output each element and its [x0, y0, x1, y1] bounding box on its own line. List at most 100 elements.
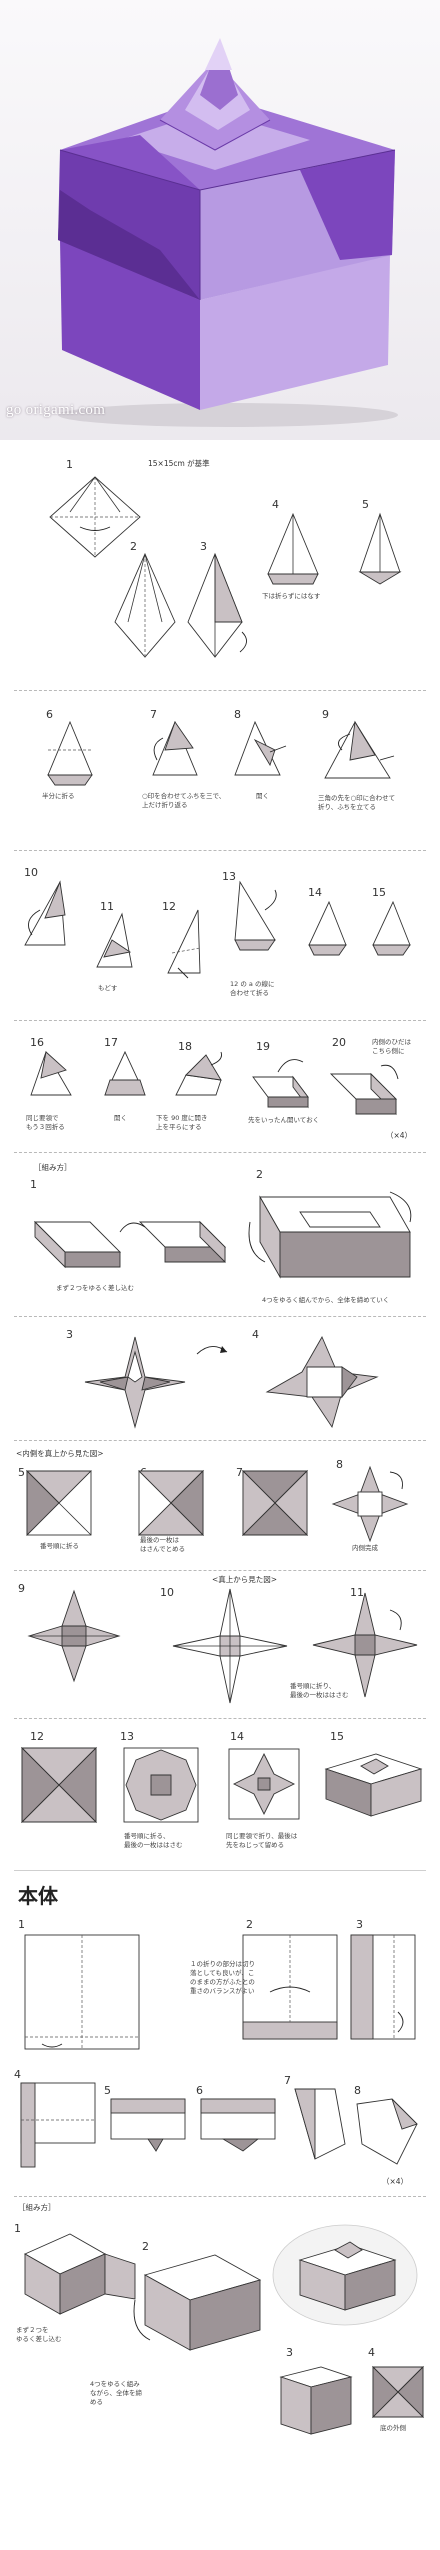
body-assembly-4-number: 4: [368, 2346, 375, 2359]
body-step-7-diagram: [294, 2088, 346, 2160]
step-14b-note: 同じ要領で折り、最後は先をねじって留める: [226, 1832, 298, 1849]
instruction-diagrams: 1 15×15cm が基準 4 下は折らずにはなす 5 2 3: [0, 440, 440, 2550]
step-18-number: 18: [178, 1040, 192, 1053]
step-4-note: 下は折らずにはなす: [262, 592, 321, 600]
body-step-3-diagram: [350, 1934, 416, 2040]
assembly-2-diagram: [248, 1191, 412, 1279]
step-8-note: 開く: [256, 792, 269, 800]
body-step-2-number: 2: [246, 1918, 253, 1931]
body-step-2-diagram: [242, 1934, 338, 2040]
inside-8-diagram: [331, 1465, 409, 1543]
paper-size-note: 15×15cm が基準: [148, 459, 210, 468]
body-assembly-3-number: 3: [286, 2346, 293, 2359]
step-7-note: ○印を合わせてふちを三で、上だけ折り返る: [142, 792, 226, 809]
step-13-diagram: [234, 880, 277, 951]
step-13b-number: 13: [120, 1730, 134, 1743]
assembly-4-number: 4: [252, 1328, 259, 1341]
step-8-number: 8: [234, 708, 241, 721]
step-11b-number: 11: [350, 1586, 364, 1599]
step-16-note: 同じ要領でもう３回折る: [26, 1114, 65, 1131]
step-9-note: 三角の先を○印に合わせて折り、ふちを立てる: [318, 794, 396, 811]
step-16-number: 16: [30, 1036, 44, 1049]
body-repeat-count: （×4）: [382, 2177, 409, 2186]
step-2-diagram: [114, 552, 176, 658]
step-2-number: 2: [130, 540, 137, 553]
step-18-diagram: [175, 1051, 222, 1096]
assembly-3-diagram: [84, 1336, 186, 1429]
body-step-6-number: 6: [196, 2084, 203, 2097]
step-3-number: 3: [200, 540, 207, 553]
step-19-diagram: [252, 1059, 309, 1109]
step-7-number: 7: [150, 708, 157, 721]
inside-5-number: 5: [18, 1466, 25, 1479]
body-step-5-diagram: [110, 2098, 186, 2152]
step-18-note: 下を 90 度に開き上を平らにする: [156, 1114, 208, 1131]
divider: [14, 1152, 426, 1153]
inside-8-number: 8: [336, 1458, 343, 1471]
divider: [14, 1316, 426, 1317]
step-1-number: 1: [66, 458, 73, 471]
inside-8-note: 内側完成: [352, 1544, 378, 1552]
step-20-note: 内側のひだはこちら側に: [372, 1038, 411, 1055]
step-12-number: 12: [162, 900, 176, 913]
step-15-diagram: [372, 900, 411, 956]
step-14-number: 14: [308, 886, 322, 899]
step-15-number: 15: [372, 886, 386, 899]
body-step-4-diagram: [20, 2082, 96, 2168]
top-view-header: <真上から見た図>: [212, 1575, 278, 1584]
body-assembly-3-diagram: [279, 2366, 353, 2435]
step-6-number: 6: [46, 708, 53, 721]
body-assembly-1-number: 1: [14, 2222, 21, 2235]
step-20-number: 20: [332, 1036, 346, 1049]
body-assembly-1-note: まず２つをゆるく差し込む: [16, 2326, 62, 2343]
step-4-number: 4: [272, 498, 279, 511]
inside-view-header: <内側を真上から見た図>: [16, 1449, 104, 1458]
step-17-diagram: [104, 1050, 146, 1096]
step-10-number: 10: [24, 866, 38, 879]
step-11-diagram: [96, 912, 133, 968]
step-17-number: 17: [104, 1036, 118, 1049]
assembly-1-note: まず２つをゆるく差し込む: [56, 1284, 134, 1292]
step-13-note: 12 の a の線に合わせて折る: [230, 980, 275, 997]
body-step-2-note: １の折りの部分は切り落としても良いが、このままの方がふたとの重さのバランスがよい: [190, 1960, 255, 1995]
body-assembly-2-number: 2: [142, 2240, 149, 2253]
step-19-number: 19: [256, 1040, 270, 1053]
step-20-diagram: [329, 1064, 399, 1116]
step-10-diagram: [24, 880, 66, 946]
body-assembly-4-diagram: [371, 2365, 425, 2419]
divider: [14, 690, 426, 691]
step-12b-number: 12: [30, 1730, 44, 1743]
step-9b-number: 9: [18, 1582, 25, 1595]
divider: [14, 1570, 426, 1571]
step-14b-number: 14: [230, 1730, 244, 1743]
step-10b-diagram: [172, 1588, 288, 1704]
inside-7-number: 7: [236, 1466, 243, 1479]
divider: [14, 1718, 426, 1719]
step-5-diagram: [358, 512, 402, 585]
body-step-3-number: 3: [356, 1918, 363, 1931]
finished-box-sketch: [272, 2224, 418, 2326]
step-11-number: 11: [100, 900, 114, 913]
inside-6-diagram: [137, 1469, 205, 1537]
step-8-diagram: [234, 720, 287, 776]
lid-assembly-header: ［組み方］: [34, 1163, 72, 1172]
step-14b-diagram: [228, 1748, 300, 1820]
assembly-2-number: 2: [256, 1168, 263, 1181]
assembly-1-diagram: [33, 1220, 227, 1269]
step-4-diagram: [267, 512, 319, 585]
step-12b-diagram: [20, 1746, 98, 1824]
step-11-note: もどす: [98, 984, 118, 992]
assembly-4-diagram: [265, 1335, 379, 1429]
step-5-number: 5: [362, 498, 369, 511]
body-assembly-header: ［組み方］: [18, 2203, 56, 2212]
body-step-6-diagram: [200, 2098, 276, 2152]
inside-5-diagram: [25, 1469, 93, 1537]
body-assembly-2-diagram: [133, 2254, 262, 2351]
divider: [14, 1440, 426, 1441]
body-step-4-number: 4: [14, 2068, 21, 2081]
step-7-diagram: [152, 720, 198, 776]
step-15b-number: 15: [330, 1730, 344, 1743]
divider: [14, 1870, 426, 1871]
step-3-diagram: [187, 552, 247, 658]
